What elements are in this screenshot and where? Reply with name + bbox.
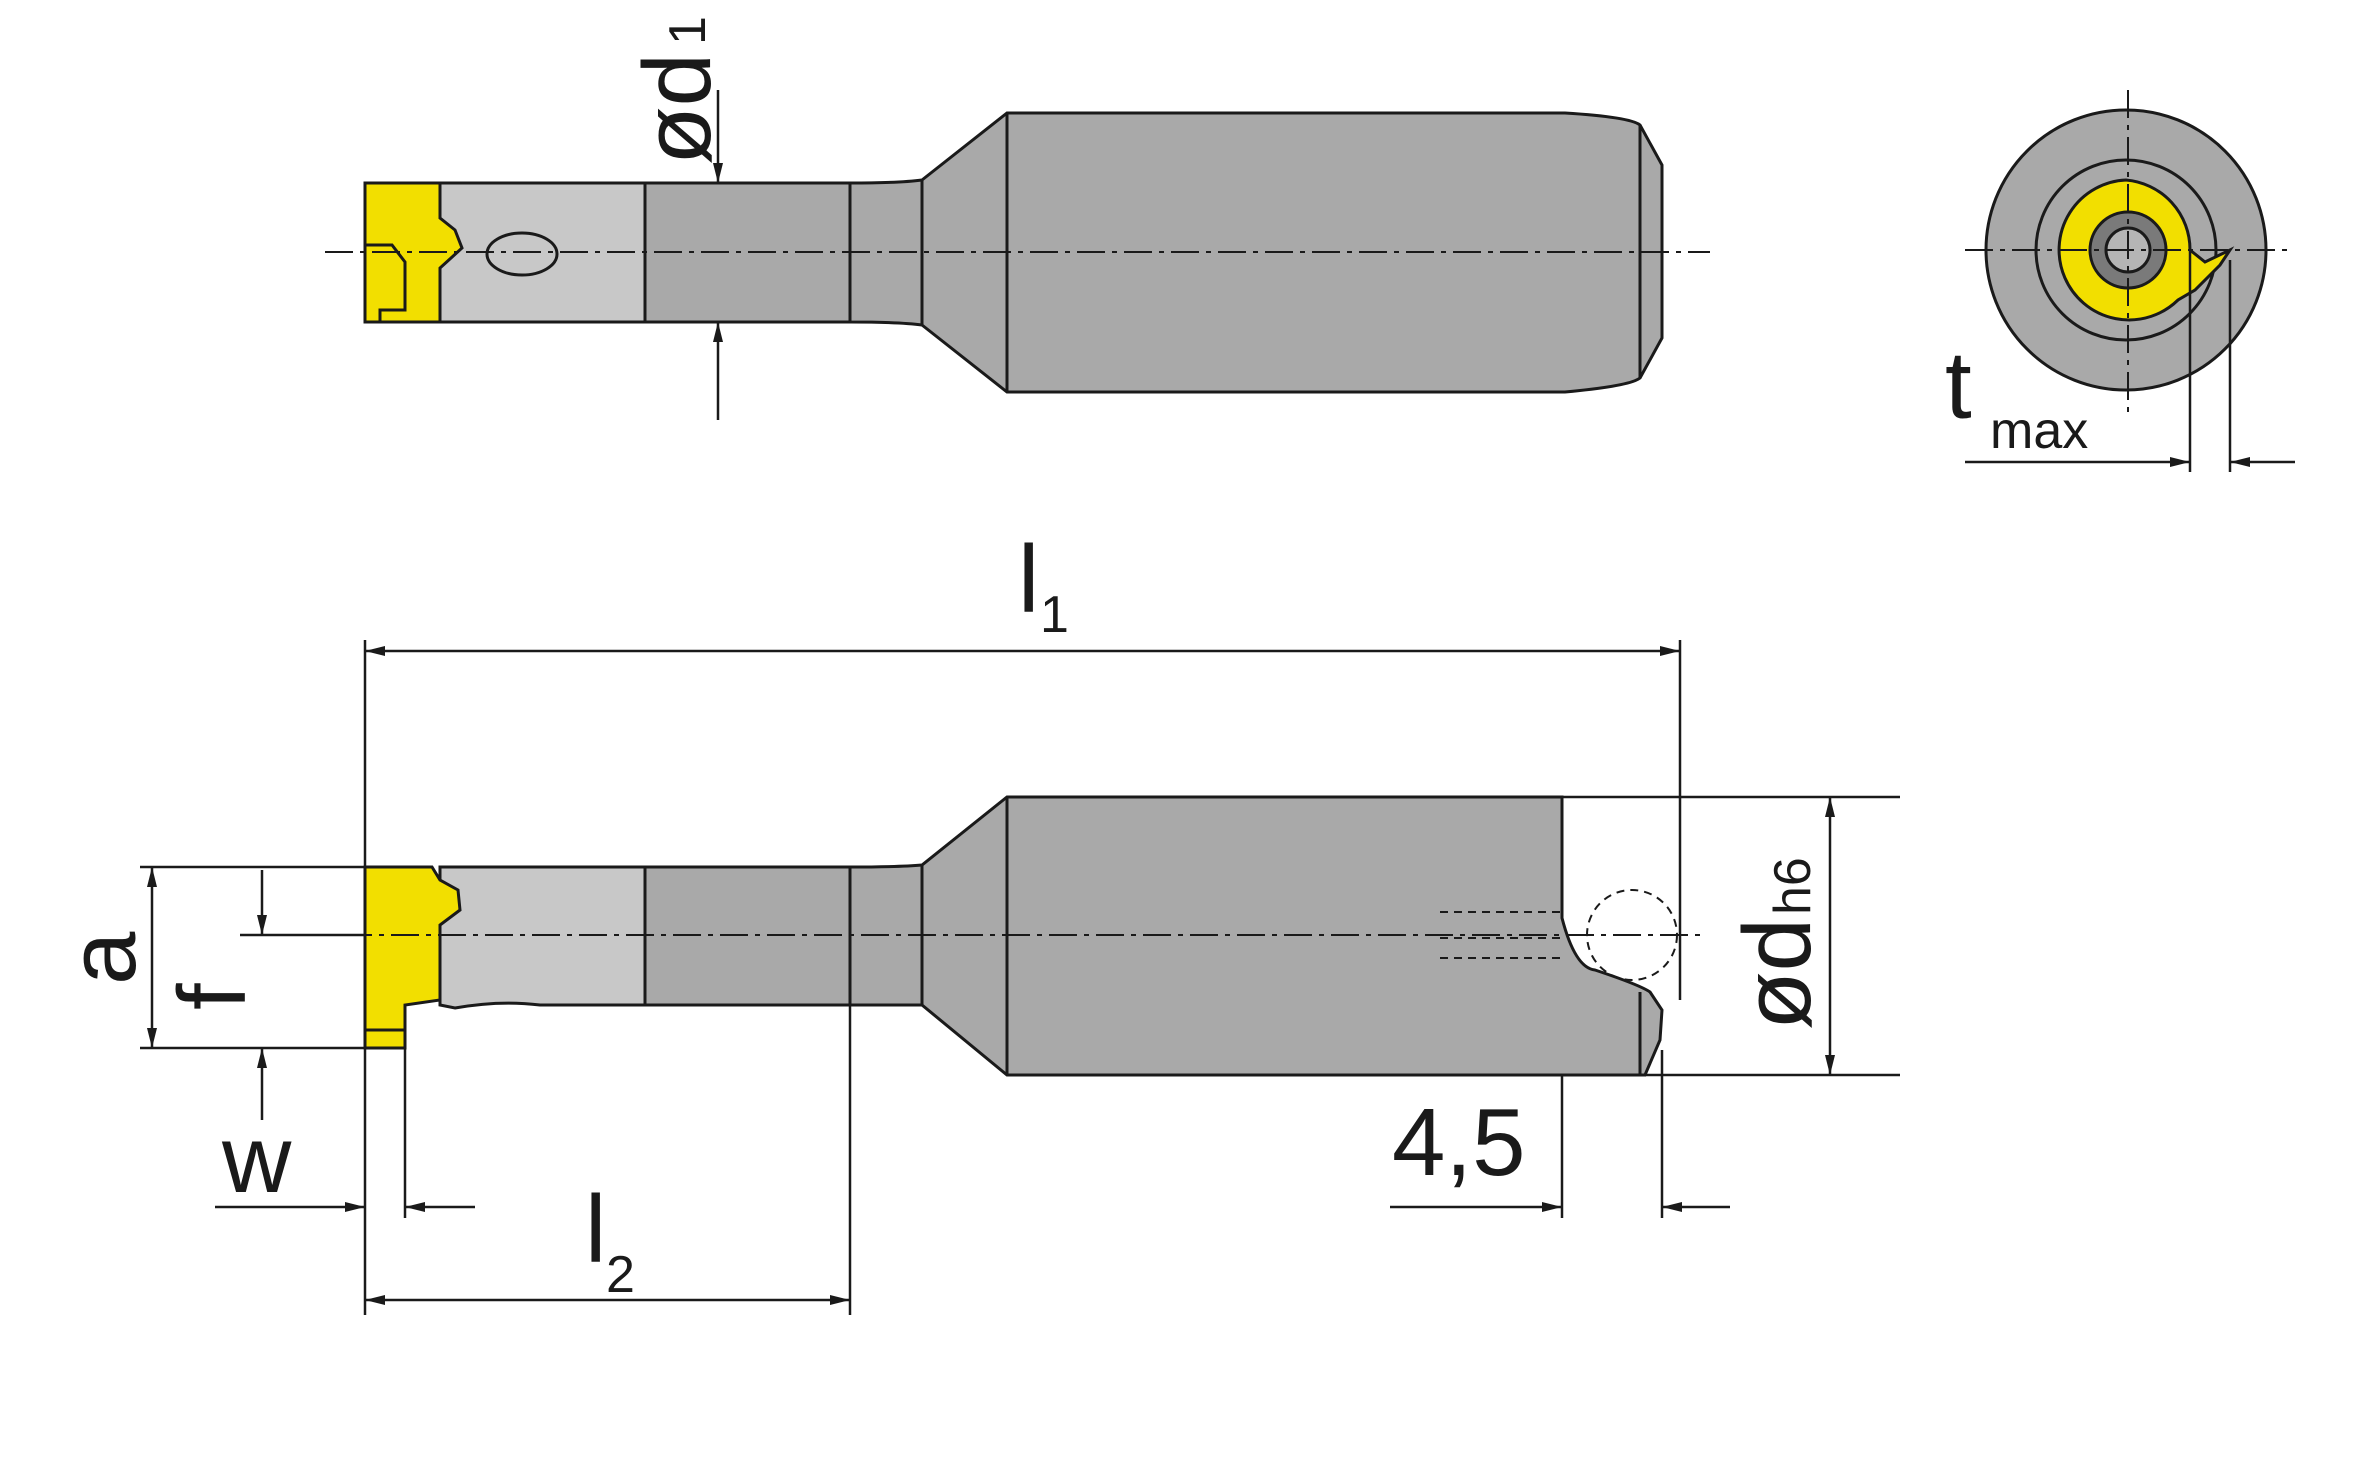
label-dh6: ød <box>1724 918 1831 1030</box>
label-a: a <box>49 931 156 985</box>
label-w: w <box>221 1106 292 1213</box>
top-view-insert-detail <box>365 243 407 322</box>
label-l1: l <box>1018 526 1039 633</box>
label-dh6-sub: h6 <box>1764 857 1822 915</box>
top-view-insert <box>363 181 464 324</box>
label-l2-sub: 2 <box>606 1246 635 1304</box>
top-view: ød 1 <box>325 16 1710 420</box>
label-tmax-sub: max <box>1990 402 2088 460</box>
label-tmax: t <box>1945 332 1972 439</box>
end-view: t max <box>1945 90 2295 472</box>
label-d1-sub: 1 <box>659 16 717 45</box>
top-view-screw-hole <box>485 231 559 277</box>
label-4-5: 4,5 <box>1392 1089 1525 1196</box>
label-l1-sub: 1 <box>1040 586 1069 644</box>
label-d1: ød <box>624 53 731 165</box>
label-f: f <box>159 983 266 1010</box>
side-view: l 1 l 2 a f w ød h6 4,5 <box>49 526 1900 1315</box>
label-l2: l <box>585 1176 606 1283</box>
side-view-neck-light <box>438 865 647 1010</box>
